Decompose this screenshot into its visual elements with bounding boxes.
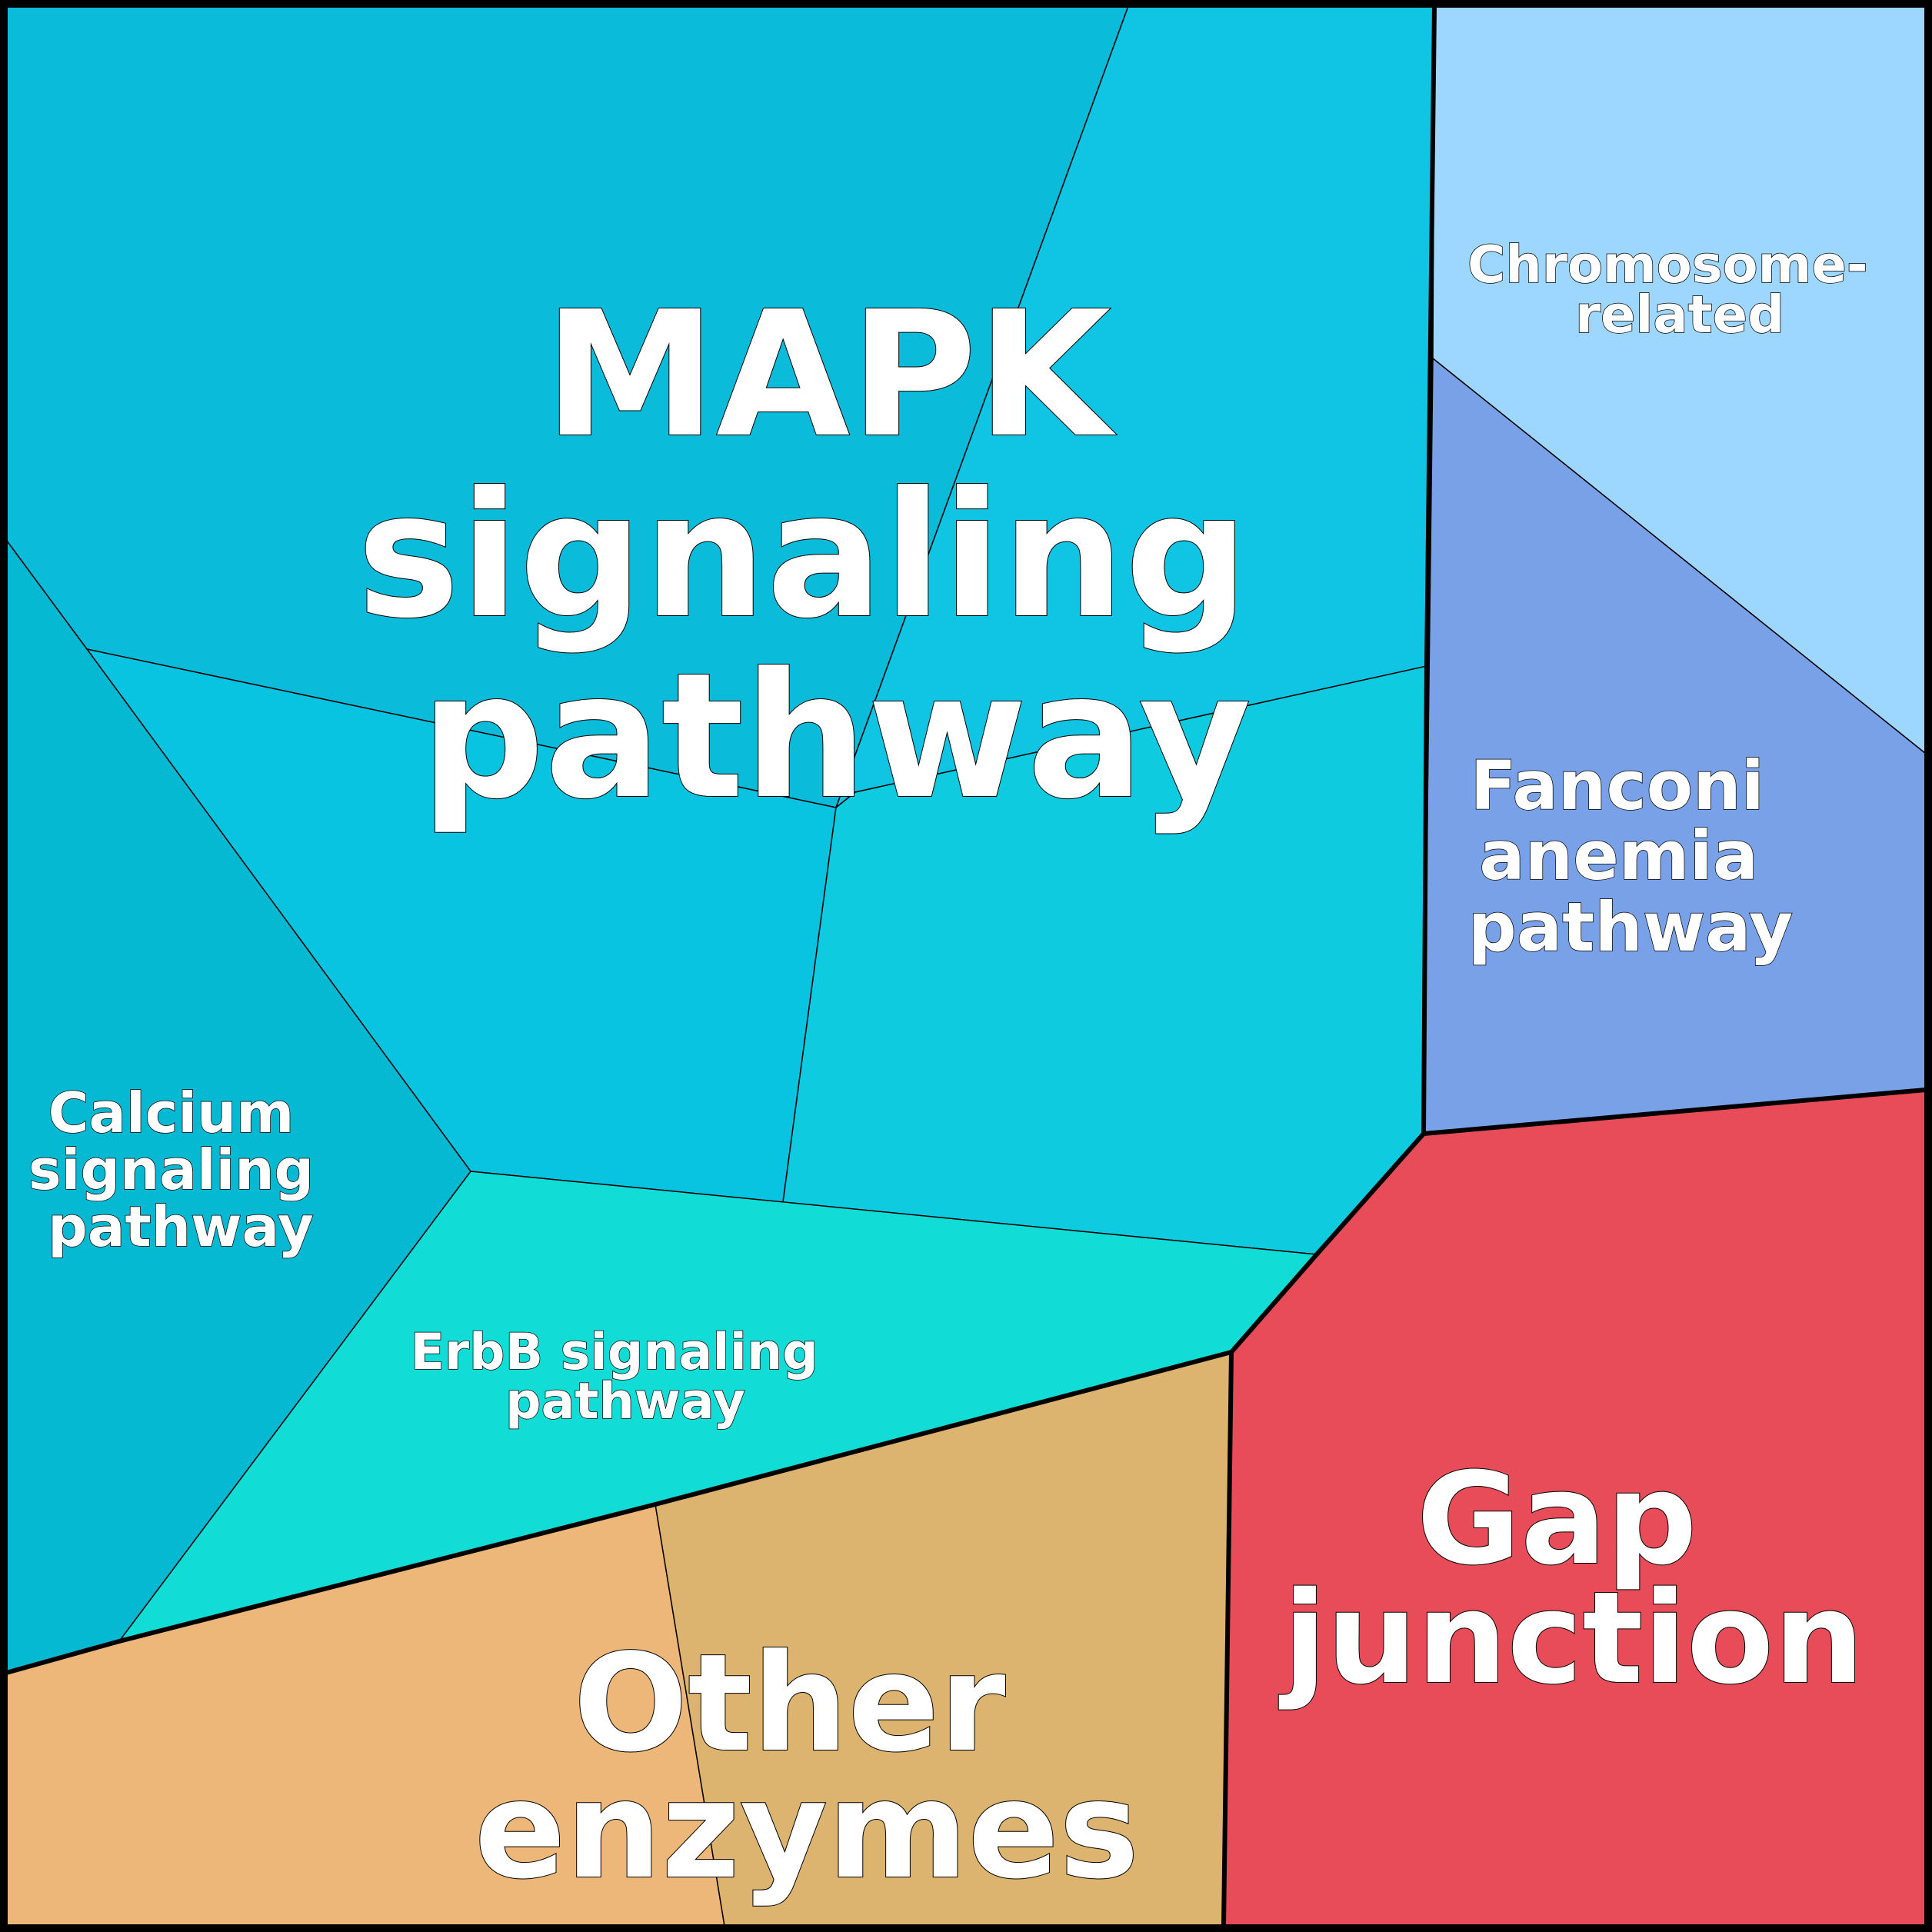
label-calcium-line-1: Calcium [48,1081,295,1145]
label-gap-junction-line-1: Gap [1417,1445,1697,1593]
label-other-enzymes-line-1: Other [574,1626,1006,1782]
label-other-enzymes-line-2: enzymes [475,1753,1139,1909]
label-erbb-signaling-pathway: ErbB signaling pathway [411,1324,836,1431]
label-fanconi-line-3: pathway [1468,888,1793,967]
group-border-gap-top [1423,1088,1927,1136]
group-border-gap-left [1221,1132,1426,1927]
label-mapk-signaling-pathway: MAPK signaling pathway [357,275,1309,838]
label-mapk-line-3: pathway [421,636,1251,838]
label-erbb-line-1: ErbB signaling [411,1324,818,1381]
label-chromosome-line-2: related [1575,285,1784,345]
label-chromosome-line-1: Chromosome- [1467,235,1868,295]
group-border-enzymes-top [5,1350,1232,1675]
label-calcium-line-3: pathway [48,1194,314,1259]
label-erbb-line-2: pathway [505,1373,745,1431]
label-gap-junction-line-2: junction [1278,1564,1864,1712]
label-mapk-line-2: signaling [357,455,1249,657]
group-border-mapk-right [1421,5,1437,1134]
label-mapk-line-1: MAPK [544,275,1117,476]
label-fanconi-line-2: anemia [1479,816,1758,895]
label-fanconi-line-1: Fanconi [1470,746,1764,825]
label-calcium-line-2: signaling [28,1138,314,1202]
label-calcium-signaling-pathway: Calcium signaling pathway [28,1081,333,1259]
label-chromosome-related: Chromosome- related [1467,235,1886,345]
label-other-enzymes: Other enzymes [475,1626,1139,1909]
label-fanconi-anemia-pathway: Fanconi anemia pathway [1468,746,1793,967]
label-gap-junction: Gap junction [1278,1445,1864,1712]
